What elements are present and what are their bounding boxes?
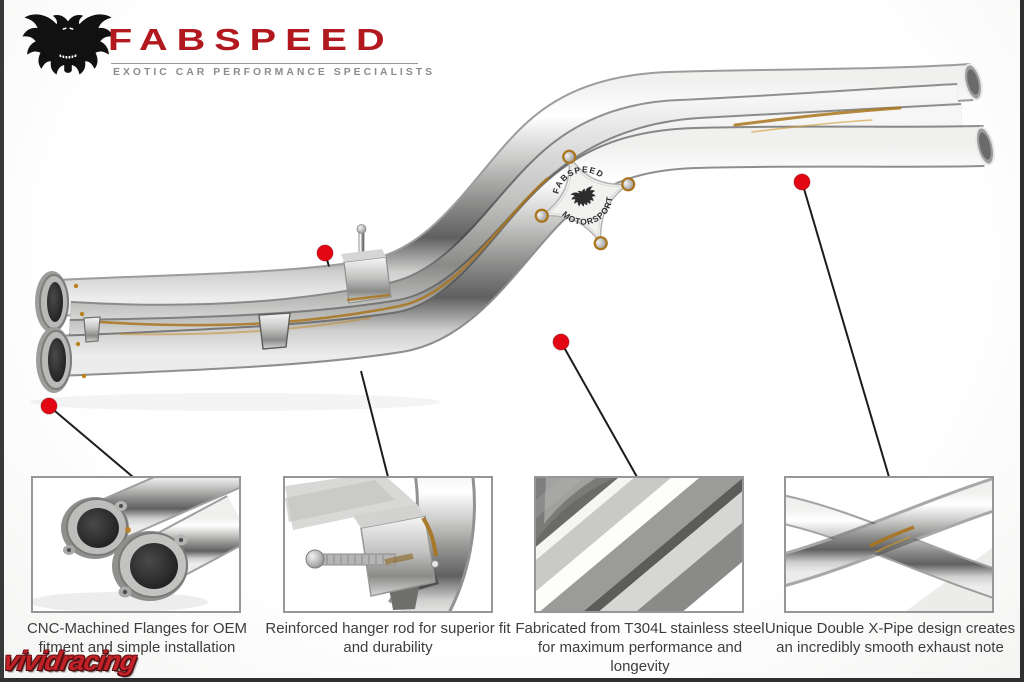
caption-hanger-rod: Reinforced hanger rod for superior fit a… <box>253 619 523 657</box>
caption-line: for maximum performance and <box>537 639 743 656</box>
badge-bolts <box>534 149 636 251</box>
caption-line: fitment and simple installation <box>38 639 236 656</box>
fabspeed-logo: FABSPEED EXOTIC CAR PERFORMANCE SPECIALI… <box>14 8 432 80</box>
callout-line-flanges <box>48 405 134 478</box>
caption-line: Reinforced hanger rod for superior fit <box>265 620 511 637</box>
caption-line: an incredibly smooth exhaust note <box>776 639 1004 656</box>
caption-xpipe: Unique Double X-Pipe design creates an i… <box>755 619 1024 657</box>
inlet-flanges <box>35 271 87 393</box>
caption-cnc-flanges: CNC-Machined Flanges for OEM fitment and… <box>2 619 272 657</box>
pipe-upper <box>55 65 974 315</box>
thumbnail-hanger-rod <box>283 476 493 613</box>
image-bottom-border <box>0 678 1024 682</box>
exhaust-pipes <box>55 63 985 377</box>
caption-line: CNC-Machined Flanges for OEM <box>26 620 248 637</box>
pipe-shadow <box>30 393 440 411</box>
thumbnail-cnc-flanges <box>31 476 241 613</box>
pipe-connector-strap <box>258 312 291 350</box>
image-right-border <box>1020 0 1024 682</box>
eagle-icon <box>22 14 114 75</box>
callout-dot-stainless <box>552 333 570 351</box>
callout-dot-flanges <box>40 397 58 415</box>
pipe-connector-strap-left <box>83 316 101 343</box>
callout-lines <box>48 181 890 478</box>
callout-dots <box>40 173 811 415</box>
pipe-tips <box>963 63 996 166</box>
callout-dot-hanger <box>316 244 334 262</box>
callout-line-hanger <box>360 370 389 478</box>
vividracing-watermark: vividracing <box>1 646 139 676</box>
caption-stainless: Fabricated from T304L stainless steel fo… <box>505 619 775 676</box>
callout-line-stainless <box>560 341 638 478</box>
callout-line-xpipe <box>801 181 890 478</box>
thumbnail-stainless-pipes <box>534 476 744 613</box>
caption-line: and durability <box>343 639 433 656</box>
caption-line: Unique Double X-Pipe design creates <box>764 620 1016 637</box>
caption-line: longevity <box>610 658 670 675</box>
image-left-border <box>0 0 4 682</box>
callout-dot-xpipe <box>793 173 811 191</box>
brand-tagline: EXOTIC CAR PERFORMANCE SPECIALISTS <box>113 67 436 78</box>
wordmark-underline <box>111 63 418 64</box>
brand-wordmark: FABSPEED <box>108 22 394 57</box>
caption-line: Fabricated from T304L stainless steel <box>515 620 765 637</box>
hanger-rod <box>341 224 392 304</box>
weld-seams <box>98 106 902 336</box>
thumbnail-xpipe-crossing <box>784 476 994 613</box>
flange-welds <box>73 283 87 379</box>
